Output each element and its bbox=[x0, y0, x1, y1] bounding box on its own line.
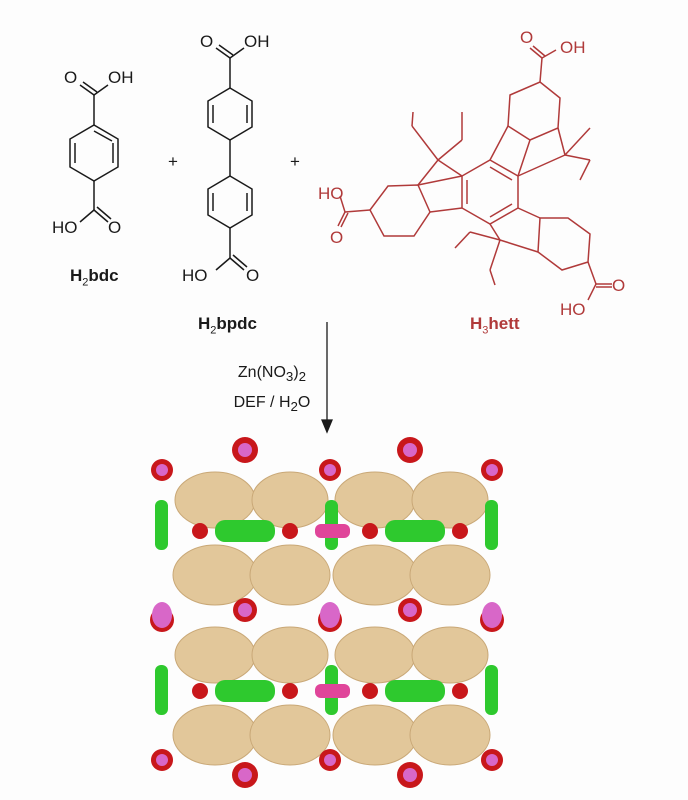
h2bpdc-structure bbox=[207, 44, 253, 271]
h2bpdc-o-top: O bbox=[200, 32, 214, 51]
h2bdc-ho-bottom: HO bbox=[52, 218, 78, 237]
solvent-label: DEF / H2O bbox=[233, 394, 311, 415]
h2bpdc-oh-top: OH bbox=[244, 32, 270, 51]
h2bpdc-o-bottom: O bbox=[246, 266, 260, 285]
h3hett-structure bbox=[337, 45, 612, 301]
h3hett-ho-right: HO bbox=[560, 300, 586, 319]
plus-sign-1: + bbox=[168, 152, 178, 171]
h3hett-label: H3hett bbox=[470, 314, 520, 337]
h2bpdc-ho-bottom: HO bbox=[182, 266, 208, 285]
h3hett-ho-left: HO bbox=[318, 184, 344, 203]
reaction-arrow bbox=[321, 322, 333, 434]
reaction-conditions: Zn(NO3)2 DEF / H2O bbox=[222, 360, 322, 420]
h2bpdc-label: H2bpdc bbox=[198, 314, 258, 337]
h3hett-o-right: O bbox=[612, 276, 626, 295]
plus-sign-2: + bbox=[290, 152, 300, 171]
h2bdc-label: H2bdc bbox=[70, 266, 119, 289]
h3hett-oh-top: OH bbox=[560, 38, 586, 57]
h3hett-o-left: O bbox=[330, 228, 344, 247]
mof-product-model bbox=[150, 437, 510, 790]
h3hett-o-top: O bbox=[520, 28, 534, 47]
h2bdc-o-bottom: O bbox=[108, 218, 122, 237]
h2bdc-oh-top: OH bbox=[108, 68, 134, 87]
h2bdc-structure bbox=[69, 81, 119, 223]
reagent-label: Zn(NO3)2 bbox=[237, 364, 307, 385]
h2bdc-o-top: O bbox=[64, 68, 78, 87]
